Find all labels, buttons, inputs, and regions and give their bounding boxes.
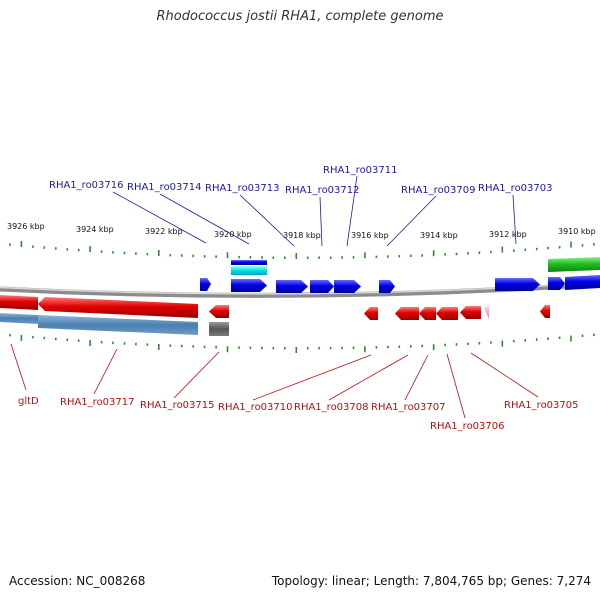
reverse-label-leaders [10,343,539,419]
forward-label-leaders [112,175,517,247]
kbp-label: 3912 kbp [489,230,527,239]
gene-label[interactable]: RHA1_ro03715 [140,400,215,411]
gene-feature[interactable] [548,277,565,290]
gene-feature[interactable] [0,313,38,324]
gene-label[interactable]: RHA1_ro03716 [49,180,124,191]
gene-feature[interactable] [419,307,436,320]
kbp-label: 3922 kbp [145,227,183,236]
kbp-label: 3924 kbp [76,225,114,234]
kbp-label: 3916 kbp [351,231,389,240]
gene-label[interactable]: RHA1_ro03709 [401,185,476,196]
gene-label[interactable]: RHA1_ro03717 [60,397,135,408]
gene-feature[interactable] [565,275,600,290]
lower-tick-row [9,333,595,353]
gene-feature[interactable] [0,295,38,310]
gene-feature[interactable] [231,279,267,292]
gene-label[interactable]: RHA1_ro03703 [478,183,553,194]
gene-label[interactable]: RHA1_ro03710 [218,402,293,413]
gene-feature[interactable] [495,278,540,291]
gene-feature[interactable] [364,307,378,320]
upper-tick-row [9,240,595,259]
gene-label[interactable]: RHA1_ro03711 [323,165,398,176]
kbp-scale: 3926 kbp 3924 kbp 3922 kbp 3920 kbp 3918… [7,222,596,240]
gene-feature[interactable] [38,315,198,335]
kbp-label: 3926 kbp [7,222,45,231]
gene-feature[interactable] [460,306,481,319]
gene-label[interactable]: RHA1_ro03714 [127,182,202,193]
gene-label[interactable]: RHA1_ro03712 [285,185,360,196]
kbp-label: 3914 kbp [420,231,458,240]
gene-feature[interactable] [310,280,334,293]
reverse-gene-labels: gltD RHA1_ro03717 RHA1_ro03715 RHA1_ro03… [18,396,579,432]
forward-strand-genes [200,257,600,293]
gene-label[interactable]: RHA1_ro03705 [504,400,579,411]
gene-feature[interactable] [334,280,361,293]
gene-feature[interactable] [38,297,198,318]
accession-text: Accession: NC_008268 [9,574,146,588]
gene-feature[interactable] [436,307,458,320]
gene-label[interactable]: gltD [18,396,39,407]
gene-label[interactable]: RHA1_ro03707 [371,402,446,413]
gene-label[interactable]: RHA1_ro03713 [205,183,280,194]
gene-feature[interactable] [276,280,308,293]
gene-feature[interactable] [548,257,600,272]
gene-feature[interactable] [395,307,419,320]
gene-feature[interactable] [379,280,395,293]
kbp-label: 3918 kbp [283,231,321,240]
gene-feature[interactable] [231,266,267,275]
kbp-label: 3910 kbp [558,227,596,236]
gene-feature[interactable] [200,278,211,291]
gene-feature[interactable] [484,306,489,319]
gene-feature[interactable] [209,305,229,318]
forward-gene-labels: RHA1_ro03716 RHA1_ro03714 RHA1_ro03713 R… [49,165,553,196]
gene-label[interactable]: RHA1_ro03706 [430,421,505,432]
gene-feature[interactable] [231,260,267,265]
gene-feature[interactable] [209,322,229,336]
topology-text: Topology: linear; Length: 7,804,765 bp; … [271,574,591,588]
gene-feature[interactable] [540,305,550,318]
map-title: Rhodococcus jostii RHA1, complete genome [156,9,444,24]
gene-label[interactable]: RHA1_ro03708 [294,402,369,413]
reverse-strand-genes [0,295,550,336]
